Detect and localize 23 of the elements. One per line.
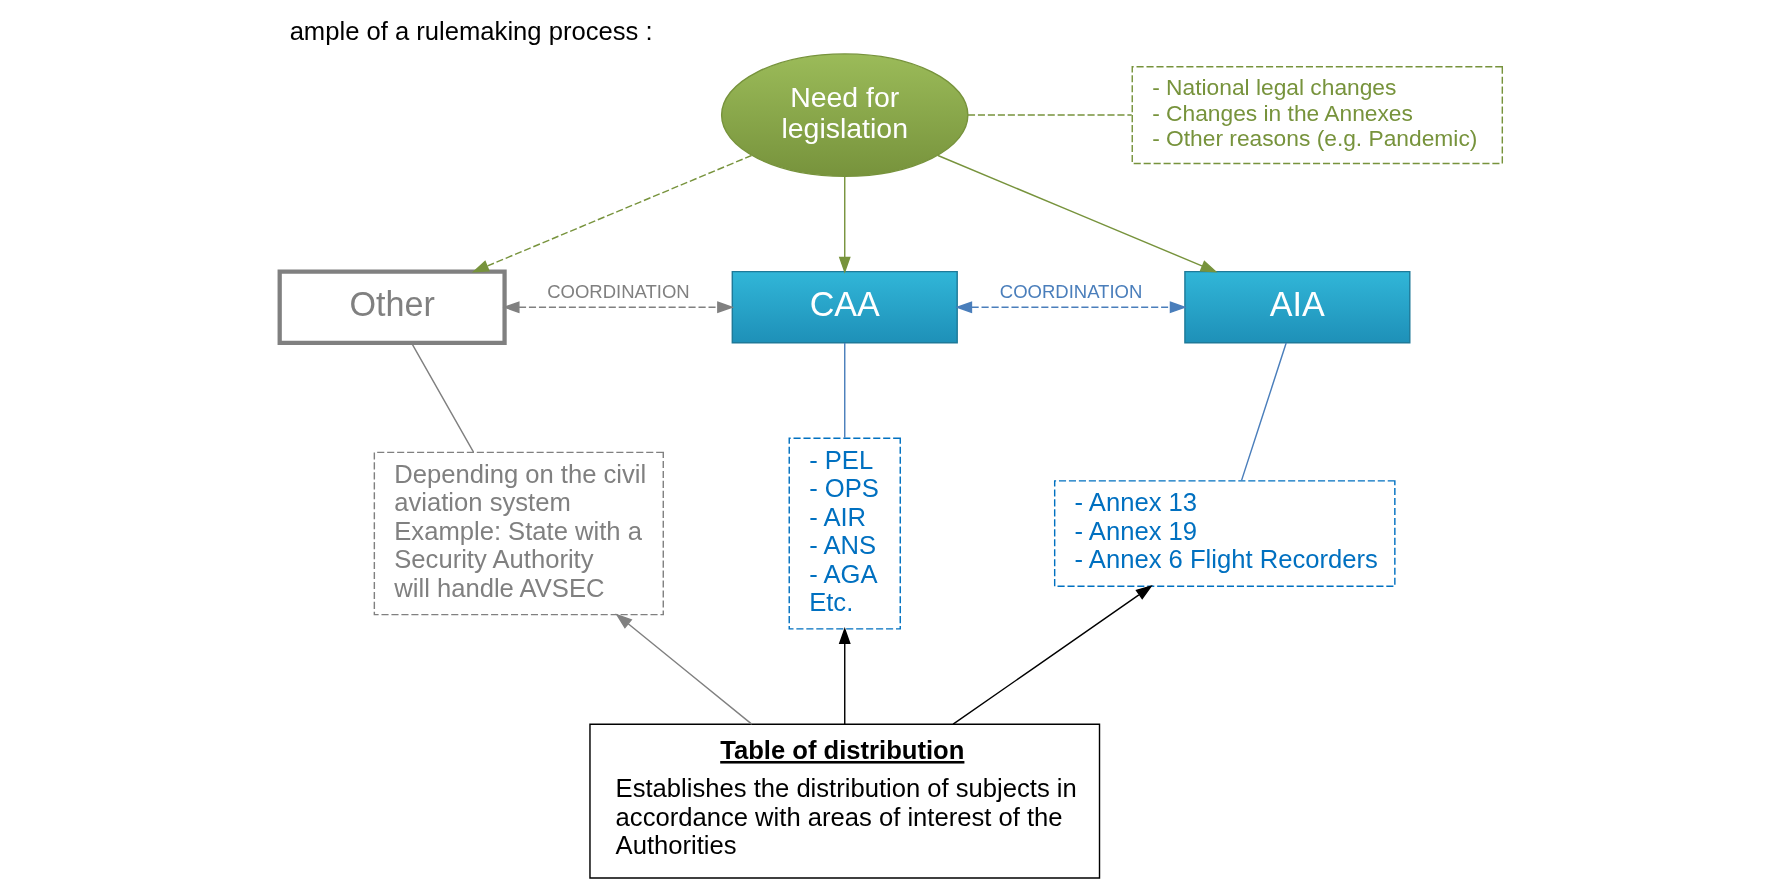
arrow <box>954 301 1187 314</box>
edge-label: COORDINATION <box>999 280 1142 302</box>
connector <box>843 342 845 439</box>
arrow <box>936 154 1218 273</box>
node-box: Table of distribution Establishes the distribution of subjects in accordance with areas of interest of the Authorities <box>588 723 1100 879</box>
node-ellipse: Need for legislation <box>720 53 969 177</box>
arrow <box>838 175 851 274</box>
arrow <box>614 613 752 725</box>
node-box: - Annex 13 - Annex 19 - Annex 6 Flight Recorders <box>1053 480 1396 587</box>
node-box: AIA <box>1183 270 1410 344</box>
connector <box>966 114 1132 116</box>
connector <box>1240 342 1287 482</box>
node-box: CAA <box>731 270 958 344</box>
node-box: Other <box>277 269 507 345</box>
node-box: Depending on the civil aviation system Example: State with a Security Authority will handle AVSEC <box>373 451 664 616</box>
diagram-title: ample of a rulemaking process : <box>289 17 653 46</box>
arrow <box>951 585 1153 725</box>
node-box: - PEL - OPS - AIR - ANS - AGA Etc. <box>788 437 901 630</box>
edge-label: COORDINATION <box>546 280 690 302</box>
node-box: - National legal changes - Changes in the Annexes - Other reasons (e.g. Pandemic) <box>1131 66 1503 165</box>
arrow <box>838 626 851 725</box>
arrow <box>471 154 752 273</box>
connector <box>410 342 474 453</box>
